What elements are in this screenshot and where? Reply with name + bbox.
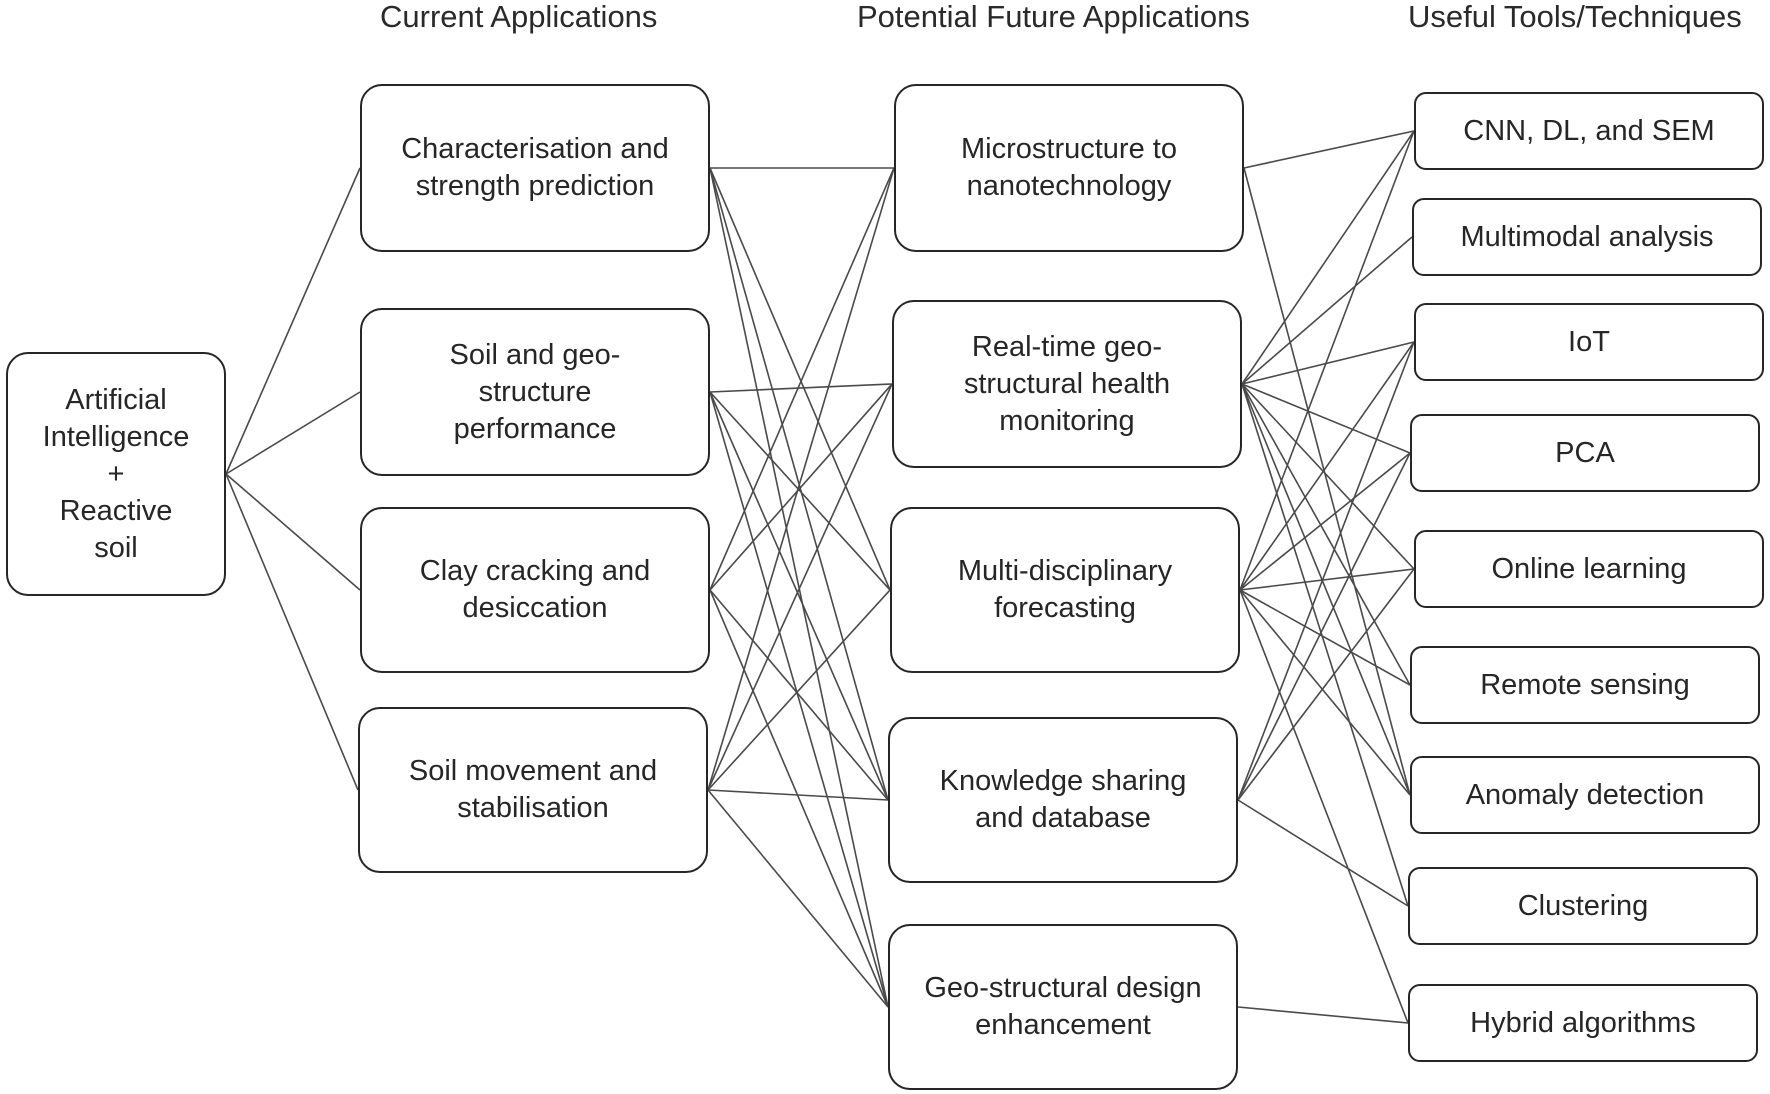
- current-node-soil-movement: Soil movement and stabilisation: [358, 707, 708, 873]
- tool-node-label: Multimodal analysis: [1460, 220, 1714, 253]
- tool-node-remote-sensing: Remote sensing: [1410, 646, 1760, 724]
- current-node-characterisation: Characterisation and strength prediction: [360, 84, 710, 252]
- current-node-label: Soil movement and stabilisation: [408, 755, 658, 824]
- root-node-ai-reactive-soil: Artificial Intelligence + Reactive soil: [6, 352, 226, 596]
- connector-root-c2: [225, 391, 361, 475]
- connector-f2-t7: [1241, 383, 1411, 796]
- tool-node-label: Clustering: [1517, 889, 1649, 922]
- connector-root-c3: [225, 473, 361, 591]
- future-node-multidisciplinary-forecasting: Multi-disciplinary forecasting: [890, 507, 1240, 673]
- header-useful-tools-techniques: Useful Tools/Techniques: [1408, 0, 1742, 34]
- connector-f2-t2: [1241, 236, 1413, 385]
- tool-node-label: Anomaly detection: [1465, 778, 1705, 811]
- connector-f3-t5: [1239, 568, 1415, 591]
- tool-node-label: PCA: [1555, 436, 1615, 469]
- connector-f2-t3: [1241, 341, 1415, 385]
- tool-node-cnn-dl-sem: CNN, DL, and SEM: [1414, 92, 1764, 170]
- future-node-label: Real-time geo- structural health monitor…: [963, 330, 1171, 437]
- connector-c1-f3: [709, 167, 891, 591]
- future-node-knowledge-sharing: Knowledge sharing and database: [888, 717, 1238, 883]
- current-node-clay-cracking: Clay cracking and desiccation: [360, 507, 710, 673]
- future-node-label: Multi-disciplinary forecasting: [957, 555, 1173, 624]
- header-potential-future-applications: Potential Future Applications: [857, 0, 1250, 34]
- connector-f3-t1: [1239, 130, 1415, 591]
- connector-c2-f2: [709, 383, 893, 393]
- connector-f2-t4: [1241, 383, 1411, 454]
- tool-node-clustering: Clustering: [1408, 867, 1758, 945]
- connector-root-c1: [225, 167, 361, 475]
- tool-node-label: Hybrid algorithms: [1470, 1006, 1696, 1039]
- future-node-realtime-monitoring: Real-time geo- structural health monitor…: [892, 300, 1242, 468]
- current-node-label: Soil and geo- structure performance: [449, 338, 621, 445]
- tool-node-pca: PCA: [1410, 414, 1760, 492]
- connector-c2-f5: [709, 391, 889, 1008]
- connector-f3-t6: [1239, 589, 1411, 686]
- connector-f4-t5: [1237, 568, 1415, 801]
- connector-c4-f5: [707, 789, 889, 1008]
- connector-root-c4: [225, 473, 359, 791]
- future-node-label: Microstructure to nanotechnology: [961, 133, 1177, 202]
- connector-f1-t7: [1243, 167, 1411, 796]
- future-node-microstructure: Microstructure to nanotechnology: [894, 84, 1244, 252]
- connector-f5-t9: [1237, 1006, 1409, 1024]
- tool-node-label: Online learning: [1491, 552, 1687, 585]
- connector-f2-t5: [1241, 383, 1415, 570]
- connector-f2-t1: [1241, 130, 1415, 385]
- tool-node-label: IoT: [1568, 325, 1610, 358]
- connector-c3-f1: [709, 167, 895, 591]
- connector-f4-t8: [1237, 799, 1409, 907]
- tool-node-iot: IoT: [1414, 303, 1764, 381]
- connector-c4-f1: [707, 167, 895, 791]
- connector-f4-t4: [1237, 452, 1411, 801]
- connector-c2-f3: [709, 391, 891, 591]
- connector-c4-f4: [707, 789, 889, 801]
- current-node-soil-geostructure-performance: Soil and geo- structure performance: [360, 308, 710, 476]
- future-node-design-enhancement: Geo-structural design enhancement: [888, 924, 1238, 1090]
- header-current-applications: Current Applications: [380, 0, 658, 34]
- tool-node-label: Remote sensing: [1480, 668, 1690, 701]
- connector-f4-t3: [1237, 341, 1415, 801]
- connector-f2-t8: [1241, 383, 1409, 907]
- connector-f1-t1: [1243, 130, 1415, 169]
- tool-node-hybrid-algorithms: Hybrid algorithms: [1408, 984, 1758, 1062]
- tool-node-multimodal-analysis: Multimodal analysis: [1412, 198, 1762, 276]
- tool-node-anomaly-detection: Anomaly detection: [1410, 756, 1760, 834]
- future-node-label: Geo-structural design enhancement: [924, 972, 1202, 1041]
- current-node-label: Characterisation and strength prediction: [401, 133, 669, 202]
- connector-f3-t4: [1239, 452, 1411, 591]
- root-node-label: Artificial Intelligence + Reactive soil: [42, 383, 190, 564]
- connector-c4-f2: [707, 383, 893, 791]
- connector-c3-f2: [709, 383, 893, 591]
- connector-f3-t9: [1239, 589, 1409, 1024]
- tool-node-online-learning: Online learning: [1414, 530, 1764, 608]
- connector-f2-t6: [1241, 383, 1411, 686]
- connector-f3-t7: [1239, 589, 1411, 796]
- connector-c3-f5: [709, 589, 889, 1008]
- connector-c2-f4: [709, 391, 889, 801]
- connector-c3-f4: [709, 589, 889, 801]
- tool-node-label: CNN, DL, and SEM: [1463, 114, 1715, 147]
- connector-c4-f3: [707, 589, 891, 791]
- future-node-label: Knowledge sharing and database: [939, 765, 1187, 834]
- connector-f3-t3: [1239, 341, 1415, 591]
- current-node-label: Clay cracking and desiccation: [419, 555, 651, 624]
